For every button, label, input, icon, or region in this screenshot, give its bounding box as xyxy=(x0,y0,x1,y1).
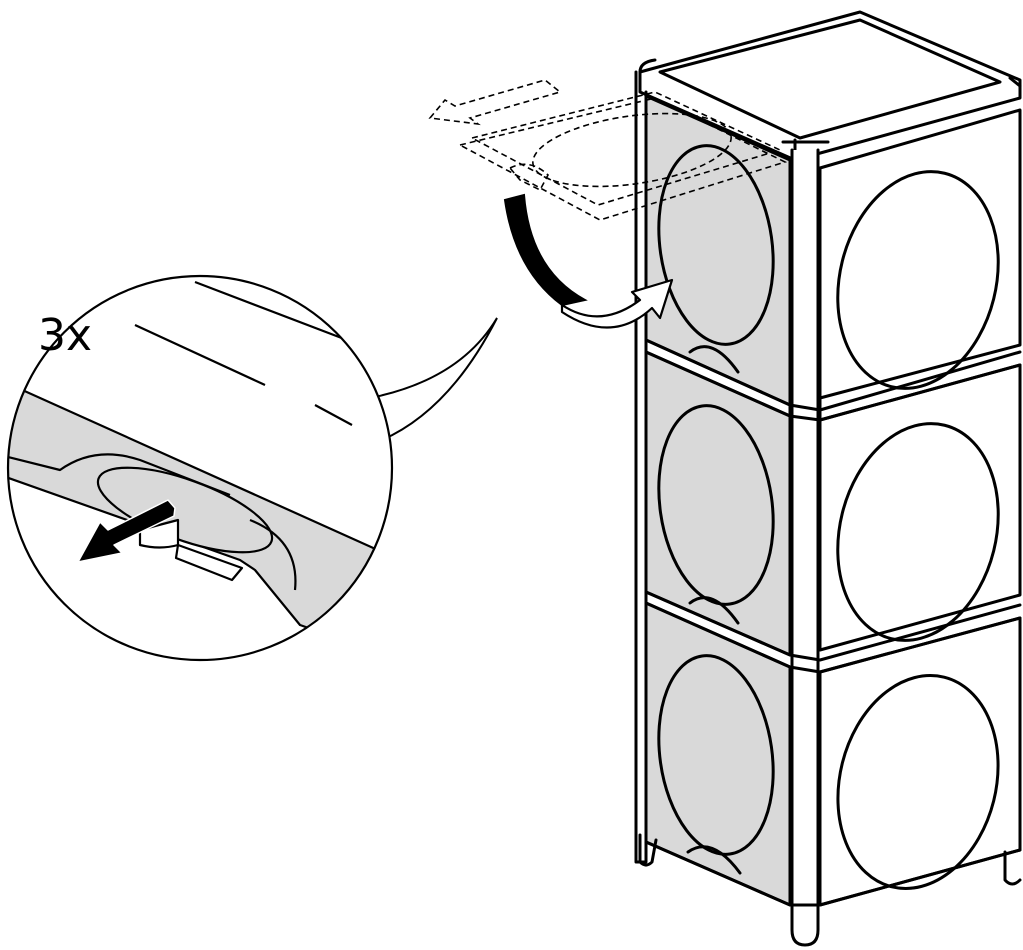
cabinet-front-post xyxy=(781,140,830,947)
pull-tab-arrow-icon xyxy=(77,499,176,563)
cabinet-frame-bands xyxy=(644,338,1022,907)
cabinet-right-face xyxy=(818,108,1022,907)
cabinet-leg-left xyxy=(638,833,658,867)
pull-out-arrow-icon xyxy=(428,79,562,126)
cabinet-left-post xyxy=(634,70,648,864)
release-tab xyxy=(174,543,244,582)
drawer-front-middle xyxy=(644,350,792,657)
cabinet-leg-right xyxy=(1003,850,1022,886)
detail-callout xyxy=(6,274,498,662)
callout-pointer xyxy=(369,317,498,441)
detail-circle xyxy=(6,274,394,662)
top-panel-outline-dashed xyxy=(457,91,788,221)
repeat-count-label: 3x xyxy=(38,310,92,361)
rotate-arrow-icon xyxy=(503,193,674,329)
drawer-cabinet xyxy=(634,10,1022,947)
cabinet-top-frame xyxy=(638,10,1022,164)
drawer-front-bottom xyxy=(644,601,792,907)
cabinet-left-face xyxy=(644,94,792,907)
